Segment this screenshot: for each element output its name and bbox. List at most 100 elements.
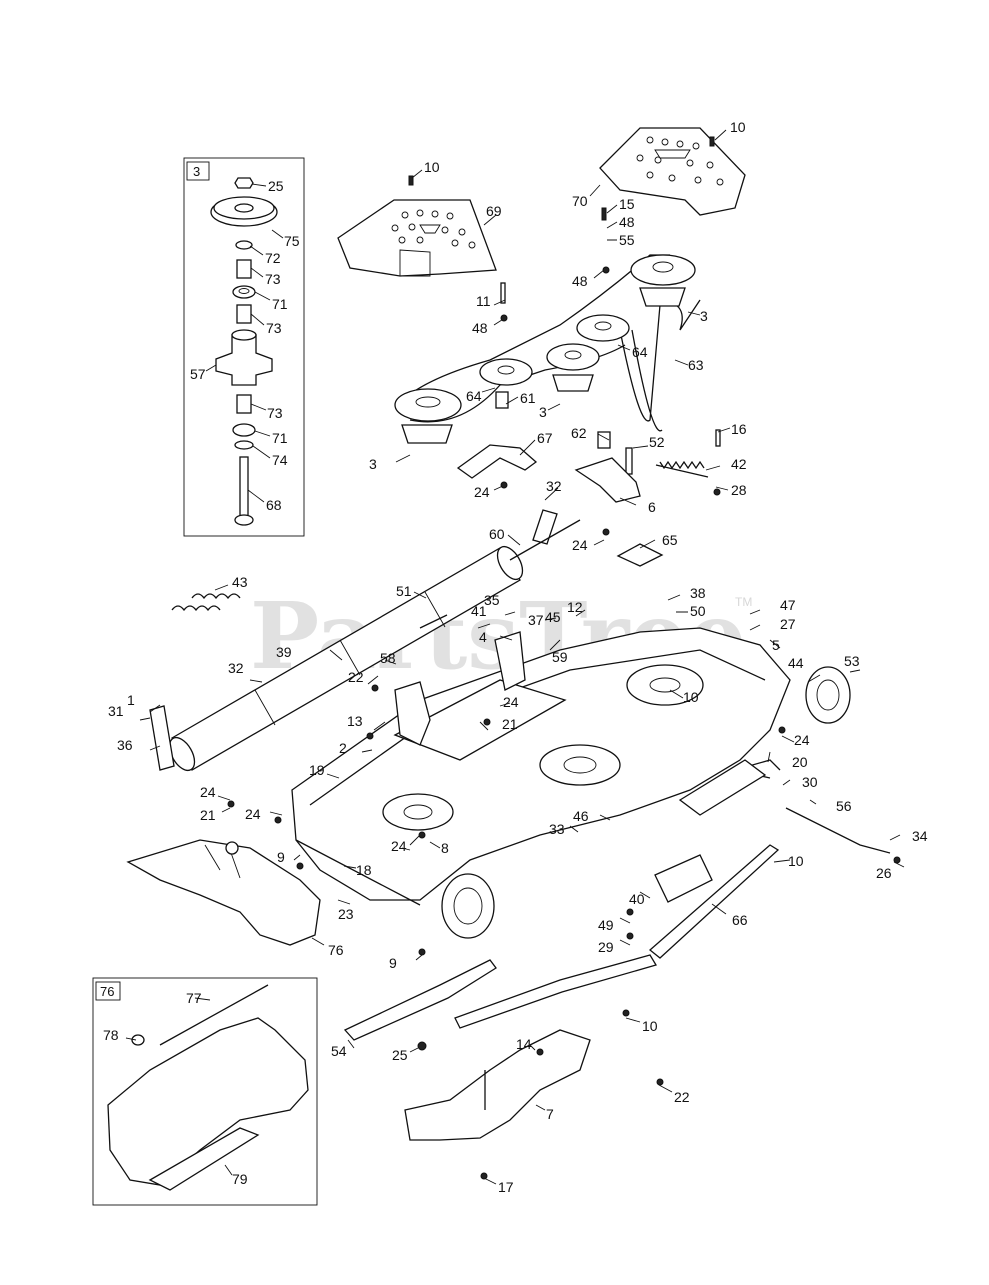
callout-labels: 10 70 10 69 15 48 55 48 11 48 3 63 64 64… xyxy=(103,119,928,1195)
front-linkage xyxy=(648,759,891,959)
callout-50: 50 xyxy=(690,603,706,619)
callout-5: 5 xyxy=(772,637,780,653)
callout-76: 76 xyxy=(328,942,344,958)
callout-71: 71 xyxy=(272,430,288,446)
callout-43: 43 xyxy=(232,574,248,590)
front-wheel-left xyxy=(441,873,495,939)
callout-3: 3 xyxy=(539,404,547,420)
callout-48: 48 xyxy=(619,214,635,230)
callout-10: 10 xyxy=(642,1018,658,1034)
callout-41: 41 xyxy=(471,603,487,619)
callout-36: 36 xyxy=(117,737,133,753)
callout-64: 64 xyxy=(632,344,648,360)
callout-27: 27 xyxy=(780,616,796,632)
callout-16: 16 xyxy=(731,421,747,437)
callout-30: 30 xyxy=(802,774,818,790)
callout-4: 4 xyxy=(479,629,487,645)
callout-3: 3 xyxy=(700,308,708,324)
callout-56: 56 xyxy=(836,798,852,814)
callout-40: 40 xyxy=(629,891,645,907)
callout-32: 32 xyxy=(546,478,562,494)
callout-26: 26 xyxy=(876,865,892,881)
callout-9: 9 xyxy=(277,849,285,865)
callout-10: 10 xyxy=(424,159,440,175)
callout-73: 73 xyxy=(265,271,281,287)
callout-3: 3 xyxy=(369,456,377,472)
callout-22: 22 xyxy=(348,669,364,685)
callout-25: 25 xyxy=(268,178,284,194)
callout-14: 14 xyxy=(516,1036,532,1052)
callout-12: 12 xyxy=(567,599,583,615)
callout-48: 48 xyxy=(572,273,588,289)
anti-scalp-rollers xyxy=(149,519,581,772)
callout-28: 28 xyxy=(731,482,747,498)
callout-17: 17 xyxy=(498,1179,514,1195)
callout-38: 38 xyxy=(690,585,706,601)
watermark-tm: TM xyxy=(735,595,752,609)
inset-tag-3: 3 xyxy=(193,164,200,179)
callout-24: 24 xyxy=(572,537,588,553)
callout-47: 47 xyxy=(780,597,796,613)
callout-24: 24 xyxy=(794,732,810,748)
belt-cover-left xyxy=(337,199,497,277)
callout-64: 64 xyxy=(466,388,482,404)
callout-57: 57 xyxy=(190,366,206,382)
callout-61: 61 xyxy=(520,390,536,406)
callout-24: 24 xyxy=(503,694,519,710)
callout-77: 77 xyxy=(186,990,202,1006)
callout-35: 35 xyxy=(484,592,500,608)
callout-63: 63 xyxy=(688,357,704,373)
callout-8: 8 xyxy=(441,840,449,856)
callout-11: 11 xyxy=(476,293,491,309)
mower-deck xyxy=(291,614,791,906)
belt-cover-right xyxy=(599,127,746,216)
callout-10: 10 xyxy=(788,853,804,869)
callout-53: 53 xyxy=(844,653,860,669)
callout-6: 6 xyxy=(648,499,656,515)
belt-drive xyxy=(394,254,701,449)
callout-71: 71 xyxy=(272,296,288,312)
gauge-wheel-right xyxy=(805,666,851,724)
inset-spindle-assembly: 3 25 75 72 73 71 73 57 xyxy=(183,157,305,537)
callout-52: 52 xyxy=(649,434,665,450)
inset-tag-76: 76 xyxy=(100,984,114,999)
callout-65: 65 xyxy=(662,532,678,548)
leader-lines xyxy=(125,129,905,1185)
callout-13: 13 xyxy=(347,713,363,729)
callout-72: 72 xyxy=(265,250,281,266)
callout-67: 67 xyxy=(537,430,553,446)
callout-73: 73 xyxy=(266,320,282,336)
callout-24: 24 xyxy=(245,806,261,822)
callout-1: 1 xyxy=(127,692,135,708)
callout-51: 51 xyxy=(396,583,412,599)
callout-10: 10 xyxy=(683,689,699,705)
callout-20: 20 xyxy=(792,754,808,770)
callout-37: 37 xyxy=(528,612,544,628)
callout-21: 21 xyxy=(200,807,216,823)
discharge-chute xyxy=(126,839,321,946)
callout-54: 54 xyxy=(331,1043,347,1059)
callout-74: 74 xyxy=(272,452,288,468)
callout-79: 79 xyxy=(232,1171,248,1187)
callout-55: 55 xyxy=(619,232,635,248)
callout-58: 58 xyxy=(380,650,396,666)
callout-32: 32 xyxy=(228,660,244,676)
callout-60: 60 xyxy=(489,526,505,542)
callout-7: 7 xyxy=(546,1106,554,1122)
callout-33: 33 xyxy=(549,821,565,837)
callout-44: 44 xyxy=(788,655,804,671)
callout-48: 48 xyxy=(472,320,488,336)
callout-9: 9 xyxy=(389,955,397,971)
blades xyxy=(343,954,657,1141)
callout-42: 42 xyxy=(731,456,747,472)
callout-59: 59 xyxy=(552,649,568,665)
callout-31: 31 xyxy=(108,703,124,719)
callout-2: 2 xyxy=(339,740,347,756)
callout-29: 29 xyxy=(598,939,614,955)
callout-25: 25 xyxy=(392,1047,408,1063)
callout-69: 69 xyxy=(486,203,502,219)
callout-62: 62 xyxy=(571,425,587,441)
callout-45: 45 xyxy=(545,609,561,625)
callout-73: 73 xyxy=(267,405,283,421)
